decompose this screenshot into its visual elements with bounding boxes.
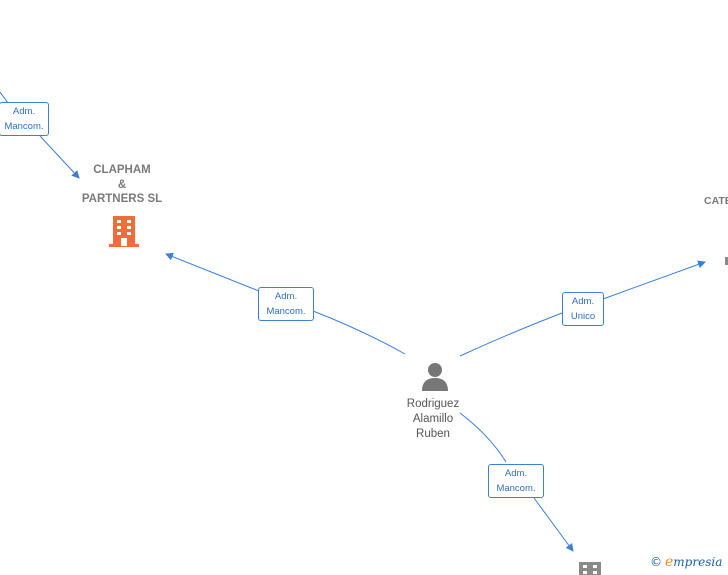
edge-label-person-right[interactable]: Adm. Unico [562,292,604,326]
empresia-watermark: ©empresia [650,554,722,570]
company-clapham-name[interactable]: CLAPHAM & PARTNERS SL [72,163,172,207]
edge-line-person-clapham[interactable] [166,254,406,355]
building-icon[interactable] [722,255,728,267]
person-name-line-2: Alamillo [412,413,454,425]
company-name-line-1: CATE [704,195,728,207]
company-name-line-2: & [117,178,127,191]
copyright-symbol: © [650,555,662,569]
edge-line-top-left[interactable] [0,91,79,178]
company-name-line-1: CLAPHAM [93,164,151,176]
company-name-line-3: PARTNERS SL [81,193,163,205]
person-icon[interactable] [419,360,451,392]
edge-label-top-left[interactable]: Adm. Mancom. [0,102,49,136]
edge-label-line-2: Unico [570,311,596,322]
person-name-line-3: Ruben [416,428,450,440]
brand-name: mpresia [673,555,723,569]
building-icon[interactable] [108,214,140,248]
edge-label-line-2: Mancom. [4,121,44,132]
building-icon[interactable] [577,559,603,575]
edge-label-line-2: Mancom. [266,306,306,317]
person-name[interactable]: Rodriguez Alamillo Ruben [393,397,473,442]
edge-label-line-1: Adm. [274,291,298,302]
edge-label-line-1: Adm. [504,468,528,479]
company-right-name[interactable]: CATE [704,194,728,209]
person-name-line-1: Rodriguez [406,398,460,410]
edge-label-person-clapham[interactable]: Adm. Mancom. [258,287,314,321]
edge-label-line-2: Mancom. [496,483,536,494]
edge-line-person-bottom[interactable] [459,412,573,551]
edge-label-line-1: Adm. [12,106,36,117]
edge-line-person-right[interactable] [459,262,705,357]
edge-label-person-bottom[interactable]: Adm. Mancom. [488,464,544,498]
edge-label-line-1: Adm. [571,296,595,307]
brand-initial: e [665,554,674,570]
